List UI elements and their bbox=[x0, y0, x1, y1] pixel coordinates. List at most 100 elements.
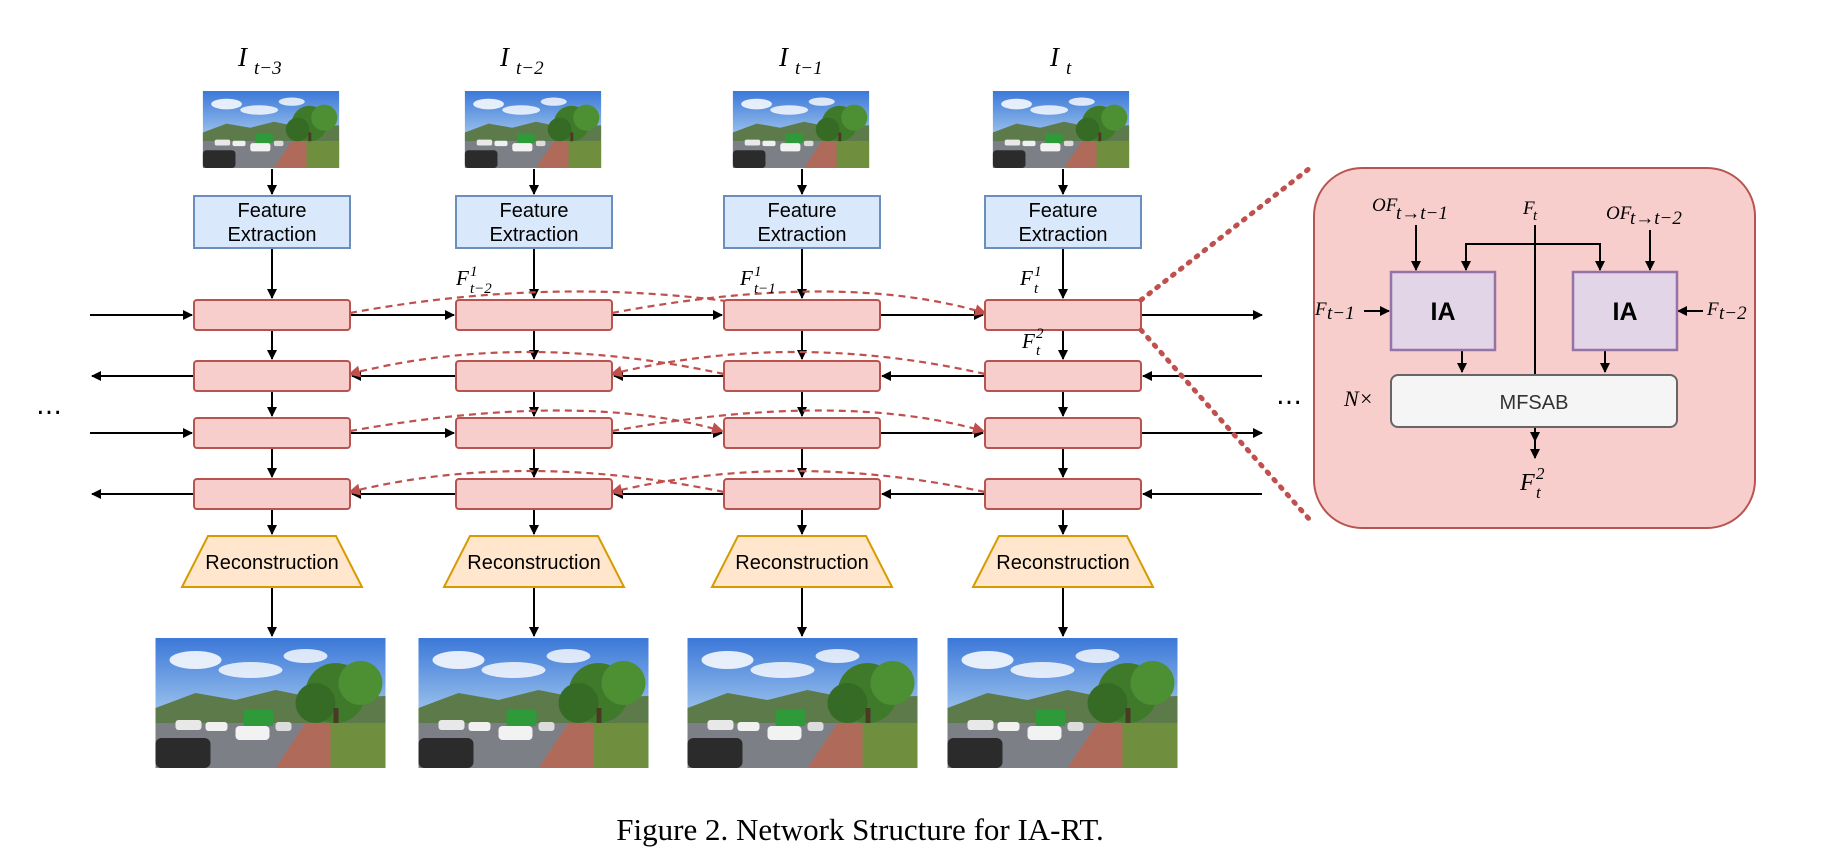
feature-label-f1-t-1: F 1 t−1 bbox=[739, 264, 776, 297]
input-image-t-2 bbox=[464, 91, 602, 168]
feature-label-f2-t: F 2 t bbox=[1021, 326, 1044, 359]
svg-text:Extraction: Extraction bbox=[228, 224, 317, 246]
feature-extraction-t-2: Feature Extraction bbox=[455, 195, 613, 249]
f-t-top-label: F t bbox=[1522, 198, 1538, 224]
propagation-lines bbox=[90, 310, 1263, 499]
svg-text:Reconstruction: Reconstruction bbox=[996, 552, 1129, 574]
prop-block bbox=[984, 478, 1142, 510]
svg-text:OF: OF bbox=[1606, 203, 1632, 224]
n-times-label: N× bbox=[1343, 386, 1374, 411]
svg-text:F: F bbox=[1706, 299, 1719, 320]
feature-label-f1-t: F 1 t bbox=[1019, 264, 1042, 297]
feature-label-f1-t-2: F 1 t−2 bbox=[455, 264, 492, 297]
reconstruction-t-3: Reconstruction bbox=[180, 535, 364, 588]
svg-text:t−1: t−1 bbox=[754, 281, 776, 297]
svg-text:Feature: Feature bbox=[238, 200, 307, 222]
svg-text:Reconstruction: Reconstruction bbox=[205, 552, 338, 574]
svg-text:1: 1 bbox=[754, 264, 762, 280]
svg-text:F: F bbox=[1519, 470, 1535, 496]
column-connectors bbox=[267, 169, 1068, 637]
prop-block bbox=[723, 478, 881, 510]
of-right-label: OF t→t−2 bbox=[1606, 203, 1682, 229]
reconstruction-t: Reconstruction bbox=[971, 535, 1155, 588]
prop-block bbox=[723, 360, 881, 392]
svg-text:t: t bbox=[1536, 483, 1542, 502]
f-t-2-label: F t−2 bbox=[1706, 299, 1747, 324]
svg-text:t→t−1: t→t−1 bbox=[1396, 203, 1448, 224]
svg-text:t−1: t−1 bbox=[795, 58, 823, 79]
output-image-t-1 bbox=[687, 638, 918, 768]
feature-extraction-t: Feature Extraction bbox=[984, 195, 1142, 249]
output-image-t-2 bbox=[418, 638, 649, 768]
prop-block bbox=[193, 299, 351, 331]
svg-text:t−2: t−2 bbox=[516, 58, 544, 79]
svg-text:t: t bbox=[1533, 208, 1538, 224]
svg-text:OF: OF bbox=[1372, 195, 1398, 216]
frame-label-t-3: I t−3 bbox=[237, 42, 282, 79]
prop-block bbox=[193, 417, 351, 449]
svg-text:t: t bbox=[1066, 58, 1072, 79]
prop-block bbox=[193, 360, 351, 392]
prop-block bbox=[455, 478, 613, 510]
svg-text:F: F bbox=[1019, 266, 1033, 290]
svg-text:I: I bbox=[237, 42, 249, 72]
svg-text:1: 1 bbox=[1034, 264, 1042, 280]
svg-text:t−1: t−1 bbox=[1327, 303, 1355, 324]
svg-text:I: I bbox=[499, 42, 511, 72]
svg-text:Reconstruction: Reconstruction bbox=[735, 552, 868, 574]
prop-block bbox=[984, 299, 1142, 331]
frame-label-t-1: I t−1 bbox=[778, 42, 823, 79]
input-image-t bbox=[992, 91, 1130, 168]
svg-text:IA: IA bbox=[1613, 298, 1638, 326]
input-image-t-1 bbox=[732, 91, 870, 168]
svg-text:Feature: Feature bbox=[500, 200, 569, 222]
svg-text:t−2: t−2 bbox=[470, 281, 492, 297]
figure-caption: Figure 2. Network Structure for IA-RT. bbox=[616, 812, 1103, 847]
prop-block bbox=[984, 360, 1142, 392]
svg-text:t: t bbox=[1034, 281, 1039, 297]
svg-text:I: I bbox=[1049, 42, 1061, 72]
frame-label-t: I t bbox=[1049, 42, 1072, 79]
reconstruction-t-1: Reconstruction bbox=[710, 535, 894, 588]
prop-block bbox=[455, 299, 613, 331]
svg-text:2: 2 bbox=[1036, 326, 1044, 342]
prop-block bbox=[193, 478, 351, 510]
svg-text:t−2: t−2 bbox=[1719, 303, 1747, 324]
detail-panel: OF t→t−1 F t OF t→t−2 F t−1 bbox=[1313, 167, 1756, 529]
svg-text:F: F bbox=[1522, 198, 1535, 219]
svg-text:IA: IA bbox=[1431, 298, 1456, 326]
svg-text:2: 2 bbox=[1536, 464, 1545, 483]
input-image-t-3 bbox=[202, 91, 340, 168]
svg-text:F: F bbox=[739, 266, 753, 290]
of-left-label: OF t→t−1 bbox=[1372, 195, 1448, 224]
svg-text:Extraction: Extraction bbox=[1019, 224, 1108, 246]
svg-text:Reconstruction: Reconstruction bbox=[467, 552, 600, 574]
frame-label-t-2: I t−2 bbox=[499, 42, 544, 79]
prop-block bbox=[723, 417, 881, 449]
svg-text:1: 1 bbox=[470, 264, 478, 280]
zoom-lines bbox=[1138, 165, 1313, 523]
f-t-1-label: F t−1 bbox=[1314, 299, 1355, 324]
prop-block bbox=[984, 417, 1142, 449]
ia-block-right: IA bbox=[1571, 270, 1679, 352]
svg-text:t−3: t−3 bbox=[254, 58, 282, 79]
svg-text:t: t bbox=[1036, 343, 1041, 359]
svg-text:Extraction: Extraction bbox=[758, 224, 847, 246]
output-image-t bbox=[947, 638, 1178, 768]
svg-text:Feature: Feature bbox=[1029, 200, 1098, 222]
svg-text:MFSAB: MFSAB bbox=[1500, 392, 1569, 414]
second-order-connections bbox=[348, 290, 987, 496]
f-t-2-output-label: F 2 t bbox=[1519, 464, 1545, 502]
reconstruction-t-2: Reconstruction bbox=[442, 535, 626, 588]
ellipsis-right: … bbox=[1276, 381, 1302, 411]
prop-block bbox=[455, 417, 613, 449]
svg-text:I: I bbox=[778, 42, 790, 72]
propagation-blocks bbox=[193, 299, 1142, 510]
svg-text:Extraction: Extraction bbox=[490, 224, 579, 246]
feature-extraction-t-1: Feature Extraction bbox=[723, 195, 881, 249]
prop-block bbox=[723, 299, 881, 331]
svg-text:t→t−2: t→t−2 bbox=[1630, 208, 1682, 229]
svg-text:F: F bbox=[455, 266, 469, 290]
output-image-t-3 bbox=[155, 638, 386, 768]
